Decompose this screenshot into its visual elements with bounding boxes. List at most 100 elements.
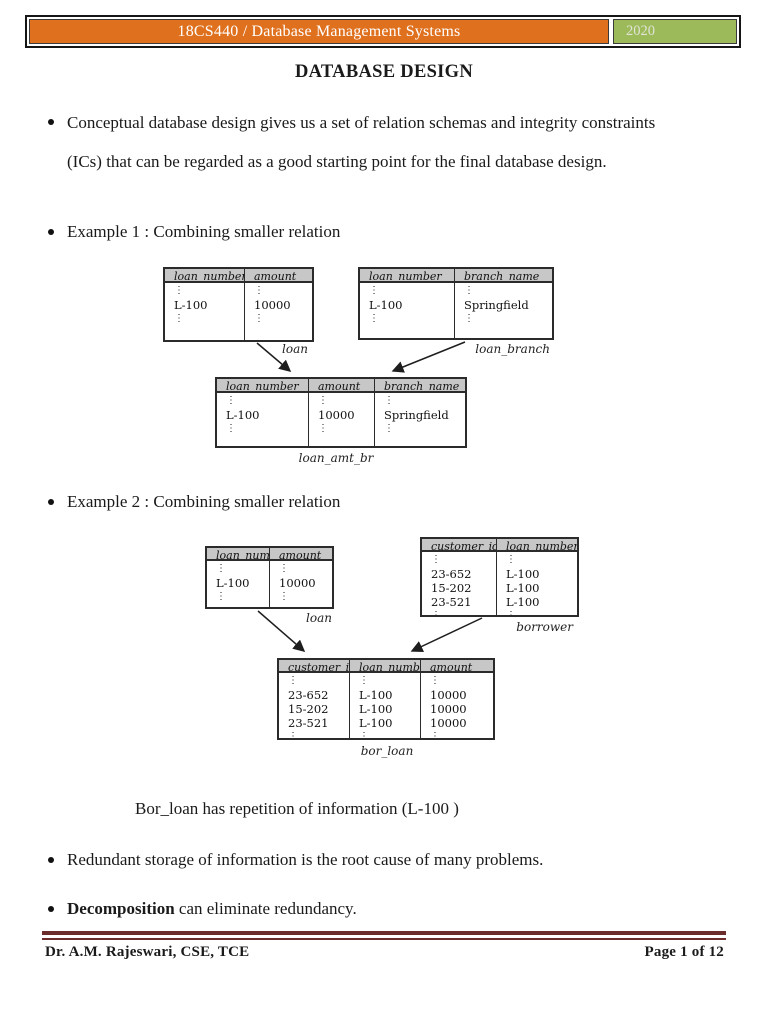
ellipsis-dots: ⋮	[318, 395, 328, 406]
ellipsis-dots: ⋮	[254, 285, 264, 296]
column-header-amount: amount	[254, 270, 297, 281]
bullet-text-conceptual-design: Conceptual database design gives us a se…	[67, 113, 656, 171]
ellipsis-dots: ⋮	[279, 591, 289, 602]
relation-table-header: loan_number amount	[163, 267, 314, 283]
column-header-loan_number: loan_number	[360, 269, 455, 281]
year-badge: 2020	[613, 19, 737, 44]
cell-value: 23-521	[431, 595, 472, 609]
ellipsis-dots: ⋮	[359, 731, 369, 739]
ellipsis-dots: ⋮	[174, 313, 184, 324]
ellipsis-dots: ⋮	[384, 423, 394, 434]
bullet-text-example-1: Example 1 : Combining smaller relation	[67, 222, 341, 241]
ellipsis-dots: ⋮	[464, 313, 474, 324]
ellipsis-dots: ⋮	[226, 395, 236, 406]
column-header-customer_id: customer_id	[422, 539, 497, 550]
column-header-loan_number: loan_number	[350, 660, 421, 671]
ellipsis-dots: ⋮	[288, 675, 298, 686]
ellipsis-dots: ⋮	[431, 611, 496, 616]
ellipsis-dots: ⋮	[216, 591, 226, 602]
bullet-text-decomposition: Decomposition can eliminate redundancy.	[67, 899, 357, 919]
cell-value: Springfield	[384, 408, 449, 422]
cell-value: L-100	[359, 716, 393, 730]
course-title: 18CS440 / Database Management Systems	[177, 22, 461, 40]
ellipsis-dots: ⋮	[288, 731, 298, 739]
column-cells-branch_name: ⋮Springfield⋮	[455, 283, 552, 338]
ellipsis-dots: ⋮	[216, 563, 226, 574]
relation-label-loan1: loan	[282, 342, 308, 356]
cell-value: L-100	[216, 576, 250, 590]
column-header-amount: amount	[430, 661, 473, 671]
cell-value: 10000	[254, 298, 291, 312]
ellipsis-dots: ⋮	[174, 285, 184, 296]
page-title: DATABASE DESIGN	[294, 62, 474, 82]
cell-value: 23-521	[288, 716, 329, 730]
ellipsis-dots: ⋮	[359, 675, 369, 686]
cell-value: L-100	[506, 595, 540, 609]
column-cells-loan_number: ⋮L-100⋮	[165, 283, 245, 340]
bullet-text-example-2: Example 2 : Combining smaller relation	[67, 492, 341, 511]
cell-value: 15-202	[431, 581, 472, 595]
bullet-marker	[48, 229, 54, 235]
bullet-marker	[48, 119, 54, 125]
bullet-text-redundant-storage: Redundant storage of information is the …	[67, 850, 544, 869]
column-cells-branch_name: ⋮Springfield⋮	[375, 393, 465, 446]
cell-value: L-100	[359, 688, 393, 702]
relation-table-header: customer_id loan_number	[420, 537, 579, 552]
relation-table-body: ⋮L-100⋮⋮10000⋮⋮Springfield⋮	[215, 393, 467, 448]
relation-table-body: ⋮L-100⋮⋮10000⋮	[205, 561, 334, 609]
column-header-loan_number: loan_number	[506, 540, 577, 550]
relation-label-borrower: borrower	[516, 620, 573, 634]
ellipsis-dots: ⋮	[431, 554, 441, 565]
bullet-marker	[48, 906, 54, 912]
cell-value: L-100	[174, 298, 208, 312]
relation-label-bor_loan: bor_loan	[360, 744, 414, 758]
column-cells-loan_number: ⋮L-100⋮	[207, 561, 270, 607]
ellipsis-dots: ⋮	[369, 313, 379, 324]
column-header-customer_id: customer_id	[279, 660, 350, 671]
cell-value: L-100	[506, 567, 540, 581]
cell-value: L-100	[369, 298, 403, 312]
cell-value: 15-202	[288, 702, 329, 716]
ellipsis-dots: ⋮	[464, 285, 474, 296]
column-header-loan_number: loan_number	[165, 269, 245, 281]
column-header-branch_name: branch_name	[384, 380, 460, 391]
footer-rule-thick	[42, 931, 726, 935]
ellipsis-dots: ⋮	[279, 563, 289, 574]
column-cells-amount: ⋮10000⋮	[245, 283, 312, 340]
decomposition-rest: can eliminate redundancy.	[174, 899, 357, 918]
ellipsis-dots: ⋮	[369, 285, 379, 296]
column-cells-amount: ⋮10000⋮	[309, 393, 375, 446]
ellipsis-dots: ⋮	[430, 731, 440, 739]
footer-author: Dr. A.M. Rajeswari, CSE, TCE	[45, 944, 250, 960]
course-banner: 18CS440 / Database Management Systems 20…	[25, 15, 741, 48]
column-header-amount: amount	[309, 379, 375, 391]
cell-value: 10000	[318, 408, 355, 422]
cell-value: 10000	[430, 702, 467, 716]
bullet-marker	[48, 499, 54, 505]
column-cells-loan_number: ⋮L-100⋮	[217, 393, 309, 446]
relation-table-body: ⋮L-100⋮⋮Springfield⋮	[358, 283, 554, 340]
relation-label-loan2: loan	[306, 611, 332, 625]
ellipsis-dots: ⋮	[318, 423, 328, 434]
cell-value: 10000	[279, 576, 316, 590]
cell-value: L-100	[506, 581, 540, 595]
bor-loan-caption: Bor_loan has repetition of information (…	[135, 799, 459, 818]
ellipsis-dots: ⋮	[254, 313, 264, 324]
column-cells-amount: ⋮10000⋮	[270, 561, 332, 607]
course-banner-orange-cell: 18CS440 / Database Management Systems	[29, 19, 609, 44]
cell-value: Springfield	[464, 298, 529, 312]
